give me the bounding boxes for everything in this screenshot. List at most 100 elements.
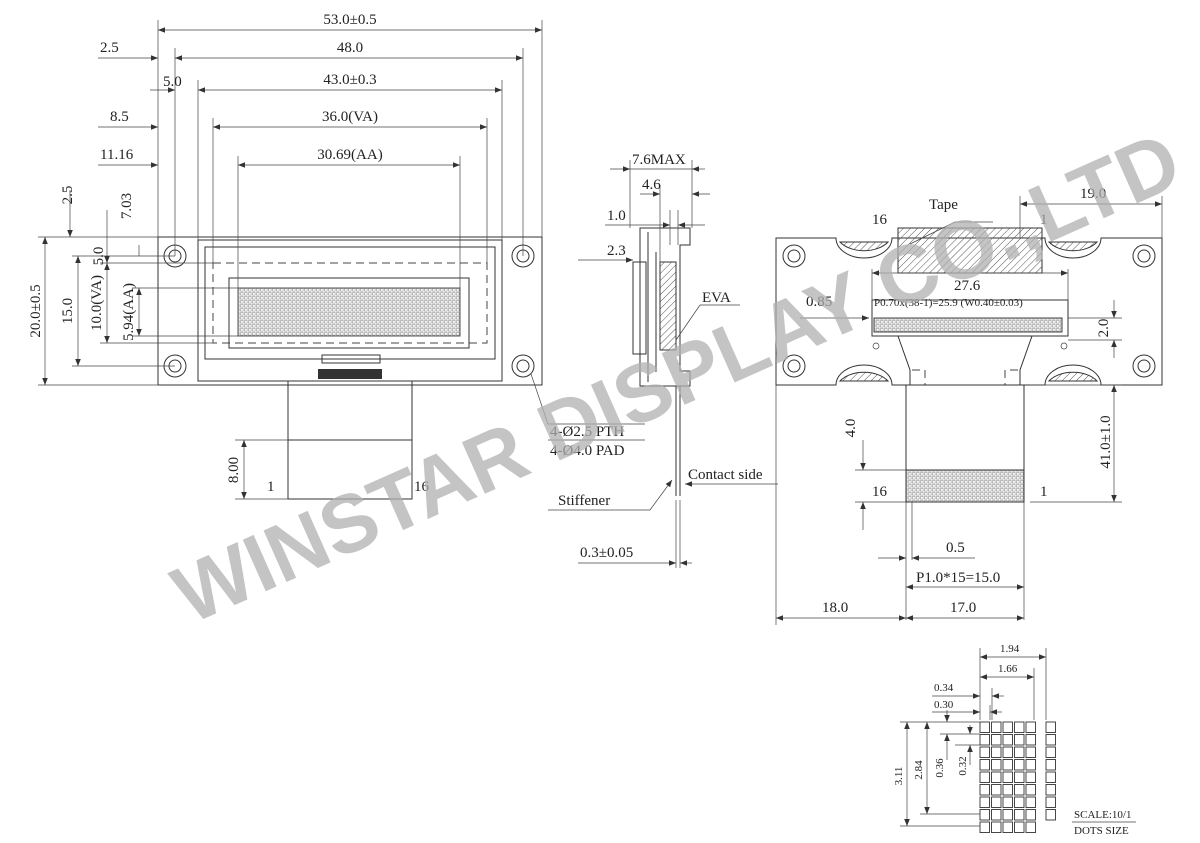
dim-char-height: 2.84 [913,760,925,780]
dim-max-thickness: 7.6MAX [632,152,686,168]
pixel-dot-next [1045,734,1056,746]
polarizer-outline [204,246,496,360]
dim-left-11-16: 11.16 [100,147,134,163]
dim-back-4-0: 4.0 [843,419,859,438]
dim-back-27-6: 27.6 [954,278,981,294]
dim-top-2-5: 2.5 [60,186,76,205]
pixel-dot [991,771,1002,783]
dim-dot-pitch-x: 0.34 [934,682,954,694]
dim-back-17-0: 17.0 [950,600,976,616]
pixel-dot-next [1045,759,1056,771]
front-pin-first: 1 [267,479,275,495]
hole-note-pth: 4-Ø2.5 PTH [550,424,624,440]
label-contact-side: Contact side [688,467,763,483]
pixel-dot [991,734,1002,746]
dim-back-2-0: 2.0 [1096,319,1112,338]
dim-va-height: 10.0(VA) [89,275,105,331]
side-view: 7.6MAX 4.6 1.0 2.3 EVA Contact side Stif… [548,152,778,568]
back-fpc-contacts [905,469,1025,503]
cursor-dot [1002,821,1013,833]
pixel-dot-next [1045,784,1056,796]
back-pcb-outline [775,237,1163,386]
tape [897,227,1043,274]
dim-side-2-3: 2.3 [607,243,626,259]
dim-fpc-total: 41.0±1.0 [1098,415,1114,468]
pixel-dot [979,796,990,808]
dim-back-0-85: 0.85 [806,294,832,310]
back-view: Tape 16 1 19.0 27.6 0.85 P0.70x(38-1)=25… [775,186,1163,625]
label-stiffener: Stiffener [558,493,610,509]
viewing-area-outline [212,262,488,344]
dim-back-19-0: 19.0 [1080,186,1106,202]
dim-aa-width: 30.69(AA) [317,147,382,163]
pixel-dot [991,784,1002,796]
cursor-dot [1025,821,1036,833]
pixel-dot [1025,721,1036,733]
pixel-dot [1014,771,1025,783]
pixel-dot [991,746,1002,758]
dim-hole-pitch: 48.0 [337,40,363,56]
pixel-dot [1014,796,1025,808]
cursor-dot [991,821,1002,833]
dim-back-18-0: 18.0 [822,600,848,616]
pixel-dot [979,734,990,746]
active-area-dots [237,287,461,337]
side-outline [639,227,691,387]
pixel-dot [991,796,1002,808]
pixel-dot [1014,734,1025,746]
dim-left-2-5: 2.5 [100,40,119,56]
dim-char-height-pitch: 3.11 [893,767,905,786]
pixel-dot [979,784,990,796]
pixel-dot [979,771,990,783]
pixel-dot [1025,796,1036,808]
cursor-dot [1014,821,1025,833]
watermark: WINSTAR DISPLAY CO.,LTD [160,115,1193,642]
dim-aa-height: 5.94(AA) [121,283,137,341]
dim-hole-vpitch: 15.0 [60,298,76,324]
pixel-dot [1014,809,1025,821]
pixel-dot [1025,809,1036,821]
pixel-dot [1002,796,1013,808]
dim-top-5-0: 5.0 [91,247,107,266]
dim-side-4-6: 4.6 [642,177,661,193]
pixel-dot [1002,809,1013,821]
back-pin-16-bottom: 16 [872,484,888,500]
dim-dot-width: 0.30 [934,699,954,711]
dim-fpc-length: 8.00 [226,457,242,483]
pixel-dot-next [1045,796,1056,808]
dot-detail: 1.94 1.66 0.34 0.30 3.11 2.84 0.36 0.32 … [893,643,1136,837]
pixel-dot [979,721,990,733]
pixel-dot [1002,771,1013,783]
pixel-dot [979,746,990,758]
pixel-dot [1014,721,1025,733]
pixel-dot [1014,759,1025,771]
pcb-outline [157,236,543,386]
hole-note-pad: 4-Ø4.0 PAD [550,443,625,459]
pixel-dot [1025,734,1036,746]
dim-side-1-0: 1.0 [607,208,626,224]
cursor-dot [979,821,990,833]
pixel-dot [1002,734,1013,746]
pixel-dot [1002,721,1013,733]
dim-glass-width: 43.0±0.3 [323,72,376,88]
pixel-dot [1014,746,1025,758]
dot-matrix [979,721,1056,833]
side-glass [632,261,647,355]
dim-char-pitch: 1.94 [1000,643,1020,655]
pixel-dot [991,809,1002,821]
pixel-dot [1025,759,1036,771]
pixel-dot [1002,759,1013,771]
front-view: 53.0±0.5 48.0 43.0±0.3 36.0(VA) 30.69(AA… [28,12,645,500]
dim-top-7-03: 7.03 [119,193,135,219]
dim-lead-pitch: P1.0*15=15.0 [916,570,1000,586]
dim-overall-width: 53.0±0.5 [323,12,376,28]
pad-row [873,317,1063,333]
back-pin-1-bottom: 1 [1040,484,1048,500]
label-eva: EVA [702,290,731,306]
side-eva [659,261,677,351]
dim-va-width: 36.0(VA) [322,109,378,125]
pixel-dot [979,809,990,821]
pixel-dot [1025,784,1036,796]
pixel-dot [1002,784,1013,796]
